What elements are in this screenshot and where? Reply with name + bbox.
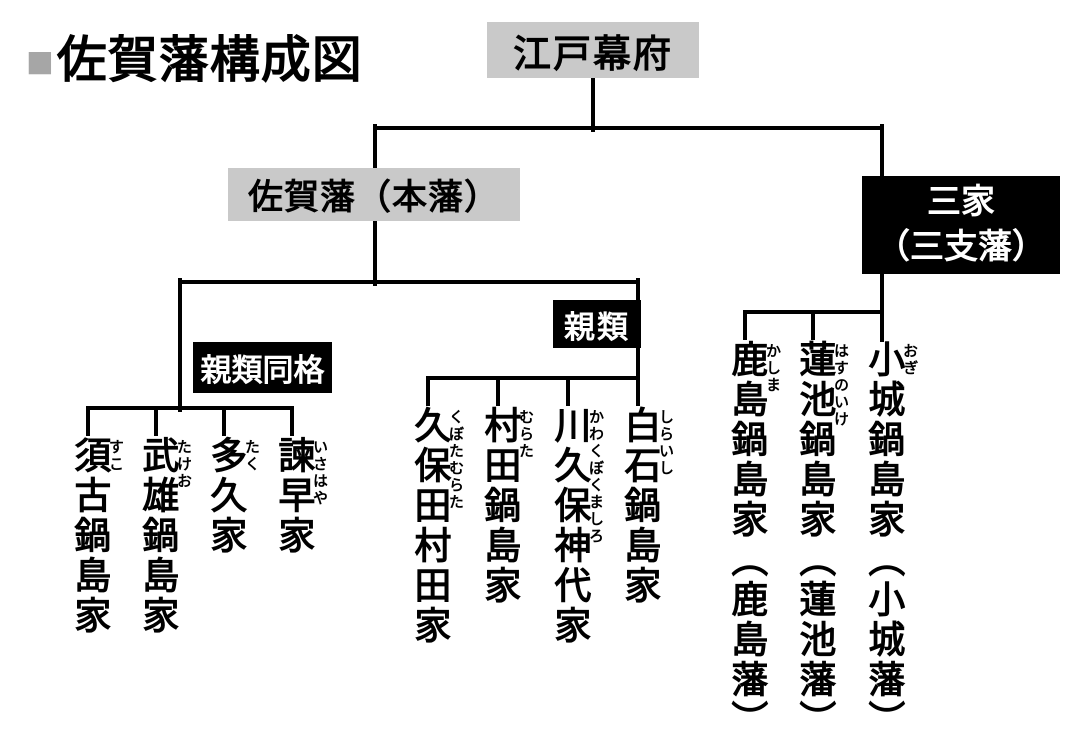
family-name: 須古鍋島家 bbox=[68, 436, 110, 636]
family-name: 小城鍋島家（小城藩） bbox=[862, 340, 904, 740]
group-label-shinrui: 親類 bbox=[553, 300, 641, 348]
title-marker-square: ■ bbox=[26, 35, 55, 87]
family-kawakubo-kumashiro: 川久保神代家 かわくぼくましろ bbox=[548, 406, 604, 646]
family-furigana: しらいし bbox=[657, 409, 674, 477]
family-murata-nabeshima: 村田鍋島家 むらた bbox=[478, 406, 534, 606]
node-edo-shogunate: 江戸幕府 bbox=[487, 22, 699, 78]
family-name: 村田鍋島家 bbox=[478, 406, 520, 606]
page-title: ■佐賀藩構成図 bbox=[26, 20, 363, 92]
family-furigana: たく bbox=[243, 439, 260, 473]
family-name: 多久家 bbox=[204, 436, 246, 556]
three-houses-line1: 三家 bbox=[927, 183, 995, 222]
node-saga-main-domain: 佐賀藩（本藩） bbox=[228, 168, 520, 221]
family-name: 川久保神代家 bbox=[548, 406, 590, 646]
family-suko-nabeshima: 須古鍋島家 すこ bbox=[68, 436, 124, 636]
family-furigana: はすのいけ bbox=[832, 343, 849, 428]
family-name: 久保田村田家 bbox=[408, 406, 450, 646]
family-furigana: かわくぼくましろ bbox=[587, 409, 604, 545]
family-hasunoike-nabeshima: 蓮池鍋島家（蓮池藩） はすのいけ bbox=[793, 340, 849, 740]
family-furigana: むらた bbox=[517, 409, 534, 460]
family-ogi-nabeshima: 小城鍋島家（小城藩） おぎ bbox=[862, 340, 918, 740]
group-label-shinrui-dokaku: 親類同格 bbox=[193, 342, 332, 393]
family-name: 蓮池鍋島家（蓮池藩） bbox=[793, 340, 835, 740]
node-three-houses: 三家 （三支藩） bbox=[862, 176, 1060, 274]
family-furigana: くぼたむらた bbox=[447, 409, 464, 511]
family-kashima-nabeshima: 鹿島鍋島家（鹿島藩） かしま bbox=[725, 340, 781, 740]
family-taku: 多久家 たく bbox=[204, 436, 260, 556]
family-kubota-murata: 久保田村田家 くぼたむらた bbox=[408, 406, 464, 646]
family-furigana: おぎ bbox=[901, 343, 918, 377]
family-furigana: いさはや bbox=[311, 439, 328, 507]
family-isahaya: 諫早家 いさはや bbox=[272, 436, 328, 556]
family-name: 武雄鍋島家 bbox=[136, 436, 178, 636]
family-name: 白石鍋島家 bbox=[618, 406, 660, 606]
family-name: 鹿島鍋島家（鹿島藩） bbox=[725, 340, 767, 740]
three-houses-line2: （三支藩） bbox=[876, 228, 1046, 266]
family-furigana: すこ bbox=[107, 439, 124, 473]
family-takeo-nabeshima: 武雄鍋島家 たけお bbox=[136, 436, 192, 636]
family-furigana: かしま bbox=[764, 343, 781, 394]
family-furigana: たけお bbox=[175, 439, 192, 490]
family-name: 諫早家 bbox=[272, 436, 314, 556]
title-text: 佐賀藩構成図 bbox=[56, 32, 363, 88]
family-shiraishi-nabeshima: 白石鍋島家 しらいし bbox=[618, 406, 674, 606]
